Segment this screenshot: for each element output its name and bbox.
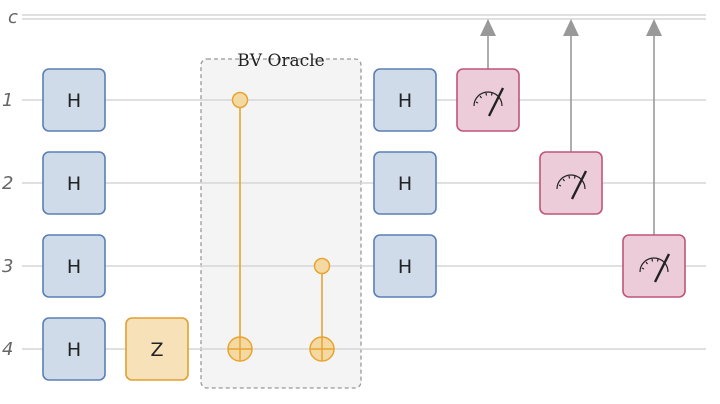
qubit-label: 4 xyxy=(2,339,13,360)
gate-label: H xyxy=(67,256,81,278)
hadamard-gate[interactable]: H xyxy=(373,68,437,132)
classical-register-label: c xyxy=(8,7,18,28)
gate-label: H xyxy=(67,173,81,195)
meter-icon xyxy=(556,170,588,200)
hadamard-gate[interactable]: H xyxy=(42,151,106,215)
gate-label: H xyxy=(67,339,81,361)
measurement-arrow xyxy=(563,19,579,152)
measurement-arrow xyxy=(646,19,662,235)
measure-gate[interactable] xyxy=(539,151,603,215)
qubit-label: 1 xyxy=(2,90,13,111)
qubit-label: 3 xyxy=(2,256,13,277)
qubit-label: 2 xyxy=(2,173,13,194)
oracle-label: BV Oracle xyxy=(237,51,324,71)
hadamard-gate[interactable]: H xyxy=(42,234,106,298)
measure-gate[interactable] xyxy=(622,234,686,298)
control-dot xyxy=(313,257,331,275)
gate-label: H xyxy=(398,173,412,195)
hadamard-gate[interactable]: H xyxy=(42,68,106,132)
measurement-arrow xyxy=(480,19,496,69)
z-gate[interactable]: Z xyxy=(125,317,189,381)
gate-label: H xyxy=(67,90,81,112)
meter-icon xyxy=(473,87,505,117)
measure-gate[interactable] xyxy=(456,68,520,132)
cnot-gate[interactable] xyxy=(227,91,253,362)
gate-label: H xyxy=(398,90,412,112)
gate-label: H xyxy=(398,256,412,278)
gate-label: Z xyxy=(150,339,163,361)
hadamard-gate[interactable]: H xyxy=(42,317,106,381)
hadamard-gate[interactable]: H xyxy=(373,151,437,215)
control-dot xyxy=(231,91,249,109)
hadamard-gate[interactable]: H xyxy=(373,234,437,298)
cnot-gate[interactable] xyxy=(309,257,335,362)
meter-icon xyxy=(639,253,671,283)
oracle-box xyxy=(200,58,362,389)
